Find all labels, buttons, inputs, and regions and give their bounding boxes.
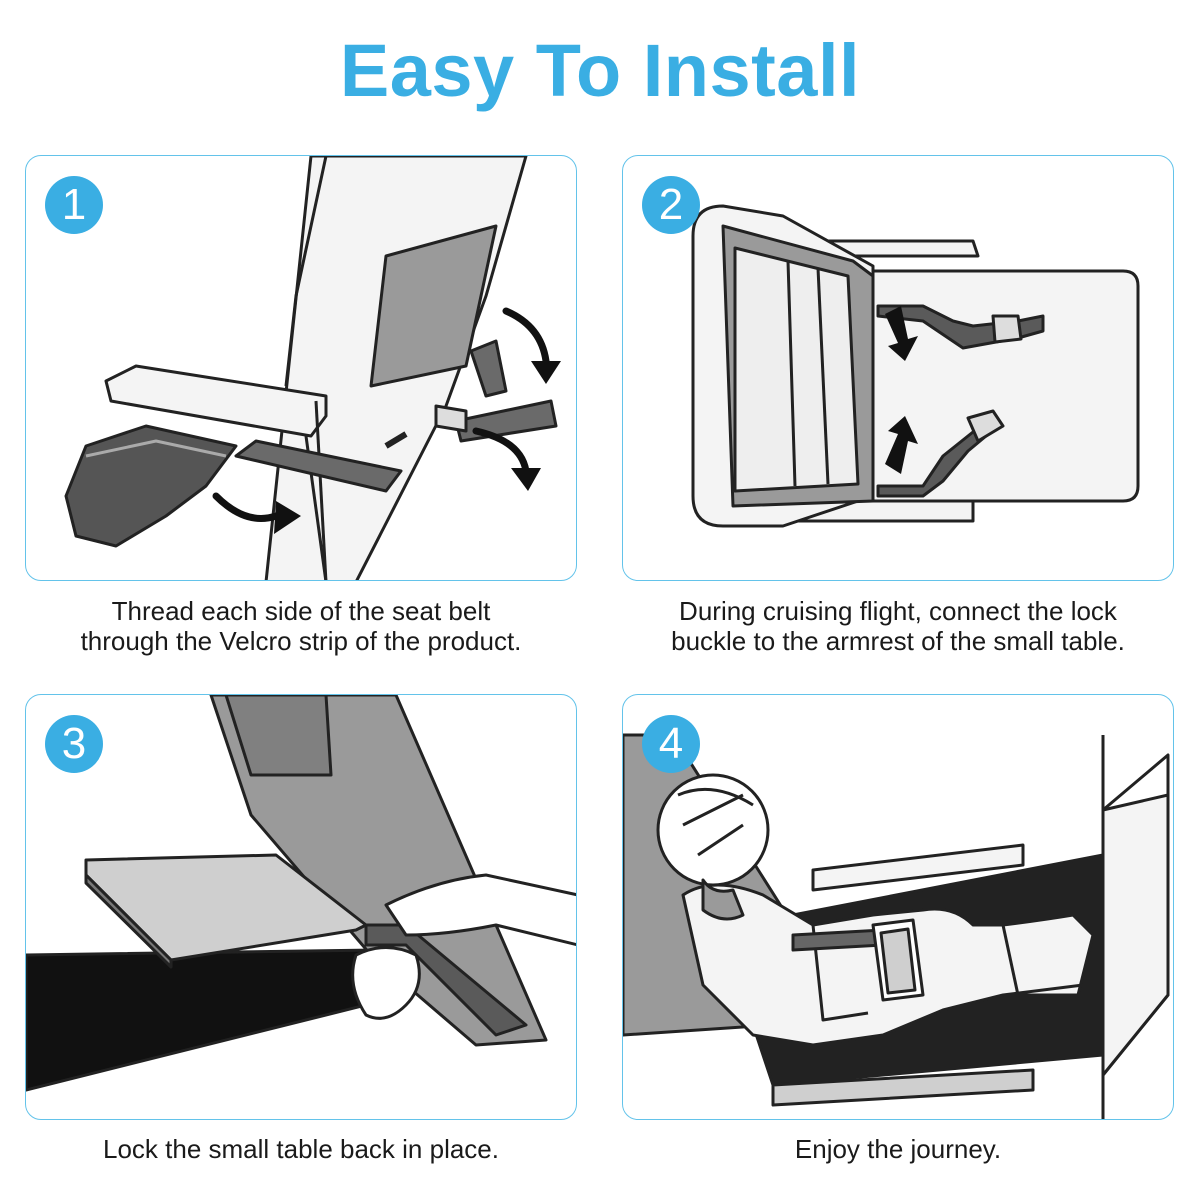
- step-3-caption: Lock the small table back in place.: [21, 1134, 581, 1164]
- step-3-card: 3: [25, 694, 577, 1120]
- step-1-number-badge: 1: [45, 176, 103, 234]
- step-4-card: 4: [622, 694, 1174, 1120]
- lock-table-illustration: [26, 695, 576, 1092]
- step-4-caption-line-1: Enjoy the journey.: [794, 1134, 1002, 1164]
- step-1-caption-line-2: through the Velcro strip of the product.: [80, 626, 522, 656]
- step-2-number-badge: 2: [642, 176, 700, 234]
- page-title: Easy To Install: [339, 29, 861, 112]
- step-3-caption-line-1: Lock the small table back in place.: [103, 1134, 499, 1164]
- step-2-caption: During cruising flight, connect the lock…: [618, 596, 1178, 656]
- step-1-caption-line-1: Thread each side of the seat belt: [111, 596, 491, 626]
- child-resting-illustration: [623, 733, 1170, 1119]
- step-2-caption-line-2: buckle to the armrest of the small table…: [671, 626, 1125, 656]
- step-4-number-badge: 4: [642, 715, 700, 773]
- step-2-card: 2: [622, 155, 1174, 581]
- seat-belt-threading-illustration: [64, 156, 561, 580]
- step-4-caption: Enjoy the journey.: [618, 1134, 1178, 1164]
- step-3-number-badge: 3: [45, 715, 103, 773]
- step-2-caption-line-1: During cruising flight, connect the lock: [679, 596, 1117, 626]
- step-1-card: 1: [25, 155, 577, 581]
- tray-table-buckle-illustration: [691, 204, 1140, 528]
- step-1-caption: Thread each side of the seat belt throug…: [21, 596, 581, 656]
